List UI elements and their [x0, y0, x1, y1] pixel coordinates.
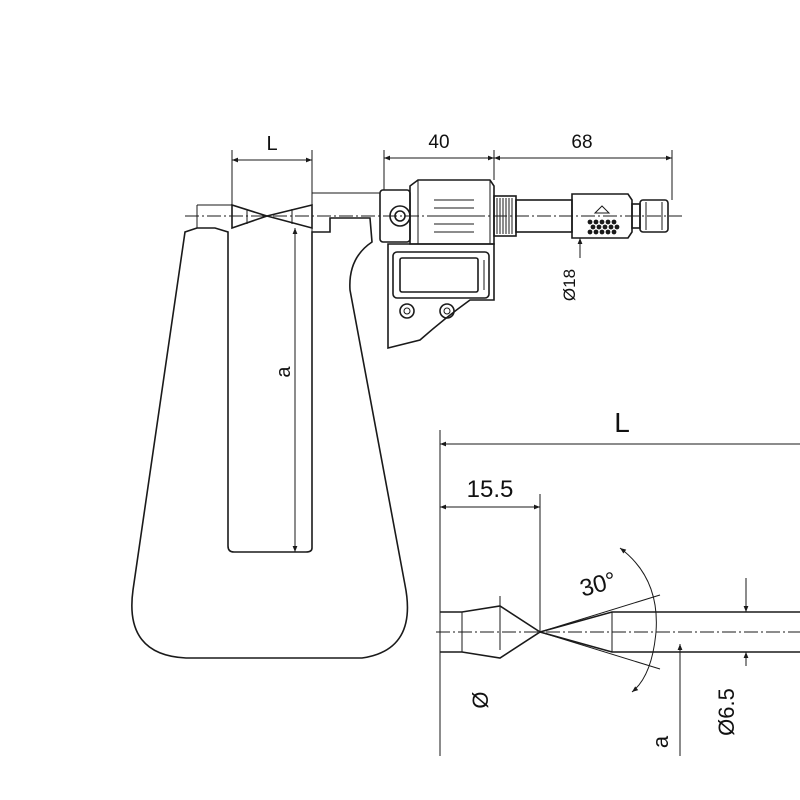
detail-dim-d: Ø — [468, 691, 493, 708]
detail-dim-d6-5: Ø6.5 — [714, 688, 739, 736]
detail-angle-30: 30° — [577, 567, 619, 602]
detail-dim-a: a — [648, 735, 673, 748]
main-dim-68: 68 — [571, 132, 592, 153]
detail-view: L 15.5 30° Ø a Ø6.5 — [436, 407, 800, 756]
main-dim-a: a — [273, 366, 295, 378]
detail-dim-15-5: 15.5 — [467, 476, 514, 503]
main-dim-l: L — [266, 133, 277, 155]
main-dim-40: 40 — [428, 132, 449, 153]
frame-outline — [131, 217, 409, 659]
main-dim-d18: Ø18 — [560, 269, 579, 301]
thimble-knurl — [587, 219, 620, 235]
detail-dim-l: L — [614, 407, 630, 438]
main-view: L 40 68 a Ø18 — [131, 132, 682, 659]
